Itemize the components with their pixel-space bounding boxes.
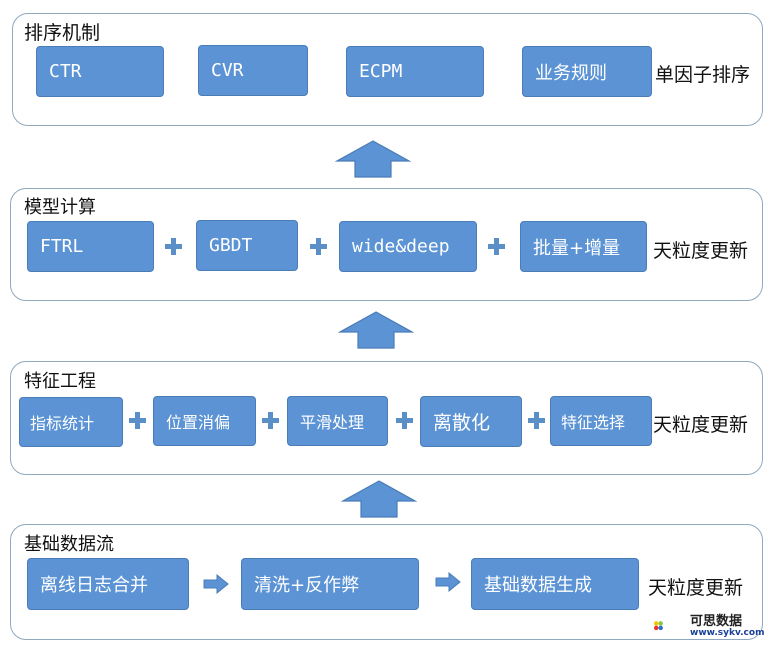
- up-arrow-icon: [338, 311, 414, 349]
- plus-icon: [165, 238, 182, 255]
- right-arrow-icon: [203, 574, 229, 594]
- node-cleaning-anti-fraud: 清洗+反作弊: [241, 558, 419, 610]
- layer-side-label-ranking: 单因子排序: [655, 64, 751, 86]
- watermark-logo-icon: [653, 621, 663, 631]
- plus-icon: [310, 238, 327, 255]
- node-position-debias: 位置消偏: [153, 396, 256, 446]
- node-business-rules: 业务规则: [522, 46, 652, 97]
- node-ftrl: FTRL: [27, 221, 154, 272]
- up-arrow-icon: [335, 140, 411, 178]
- layer-title-feature: 特征工程: [24, 371, 96, 392]
- node-wide-deep: wide&deep: [339, 221, 477, 272]
- node-feature-selection: 特征选择: [550, 396, 652, 446]
- layer-side-label-feature: 天粒度更新: [653, 414, 749, 436]
- watermark-url: www.sykv.com: [690, 628, 765, 638]
- layer-title-model: 模型计算: [24, 197, 96, 218]
- layer-title-ranking: 排序机制: [24, 22, 101, 44]
- node-batch-incremental: 批量+增量: [520, 221, 647, 272]
- plus-icon: [129, 412, 146, 429]
- right-arrow-icon: [435, 572, 461, 592]
- node-gbdt: GBDT: [196, 220, 298, 271]
- layer-side-label-model: 天粒度更新: [653, 240, 749, 262]
- node-offline-log-merge: 离线日志合并: [27, 558, 189, 610]
- up-arrow-icon: [341, 480, 417, 518]
- node-smoothing: 平滑处理: [287, 396, 388, 446]
- plus-icon: [396, 412, 413, 429]
- plus-icon: [262, 412, 279, 429]
- watermark-text: 可思数据: [690, 614, 743, 629]
- plus-icon: [488, 238, 505, 255]
- node-ecpm: ECPM: [346, 46, 484, 97]
- node-discretization: 离散化: [420, 396, 522, 447]
- layer-title-data-flow: 基础数据流: [24, 534, 114, 555]
- node-base-data-generation: 基础数据生成: [471, 558, 639, 610]
- layer-side-label-data-flow: 天粒度更新: [648, 577, 744, 599]
- node-metric-stats: 指标统计: [19, 397, 123, 447]
- node-cvr: CVR: [198, 45, 308, 96]
- node-ctr: CTR: [36, 46, 164, 97]
- plus-icon: [528, 412, 545, 429]
